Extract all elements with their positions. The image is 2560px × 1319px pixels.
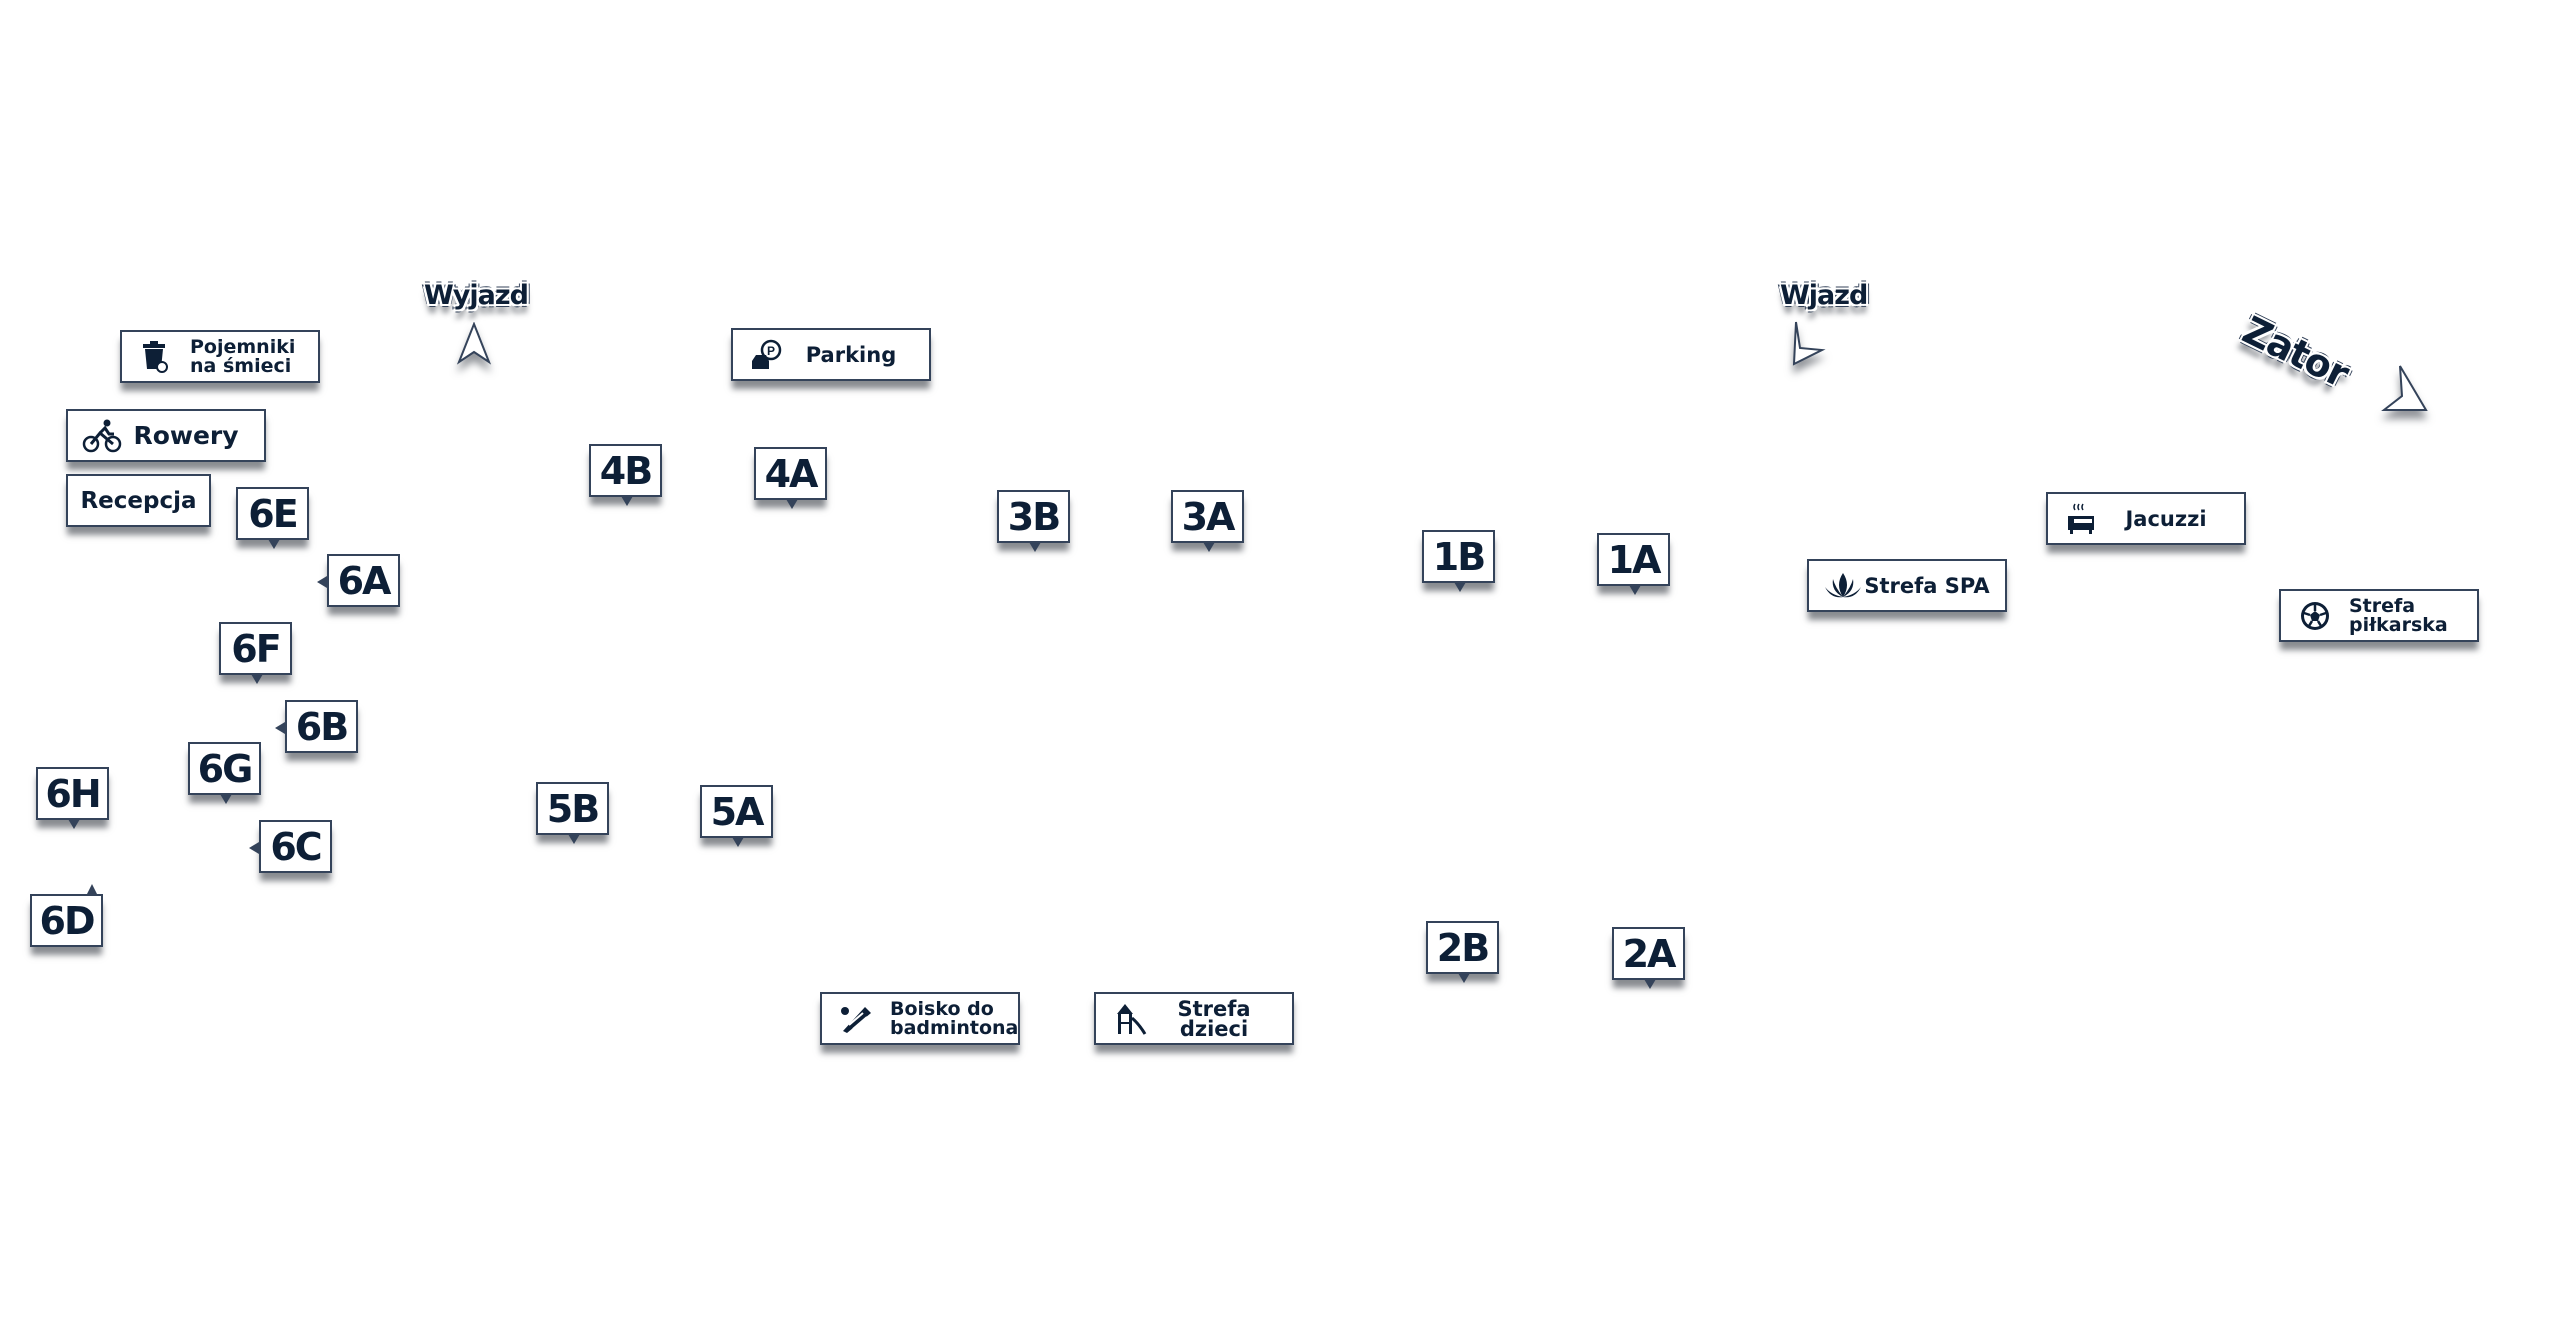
spa-label[interactable]: Strefa SPA [1807,559,2007,612]
pitch-6C[interactable]: 6C [249,820,332,873]
jacuzzi-text: Jacuzzi [2125,506,2207,531]
kids-label[interactable]: Strefa dzieci [1094,992,1294,1045]
kids-text: Strefa dzieci [1177,996,1251,1041]
pitch-3B[interactable]: 3B [997,490,1070,552]
trash-bin-icon [136,340,176,374]
football-icon [2295,599,2335,633]
pitch-6H[interactable]: 6H [36,767,109,829]
bicycle-icon [82,419,122,453]
bay-arrow-icon [2381,365,2428,411]
pitch-6A[interactable]: 6A [317,554,400,607]
badminton-text: Boisko do badmintona [890,997,1019,1039]
pitch-2B[interactable]: 2B [1426,921,1499,983]
lotus-icon [1823,569,1863,603]
badminton-icon [836,1002,876,1036]
reception-text: Recepcja [80,487,197,514]
pitch-6G[interactable]: 6G [188,742,261,804]
pitch-6D[interactable]: 6D [30,884,103,947]
pitch-3A[interactable]: 3A [1171,490,1244,552]
football-text: Strefa piłkarska [2349,594,2448,636]
parking-icon: P [747,338,787,372]
bay-label: Zator [2235,307,2356,397]
pitch-5B[interactable]: 5B [536,782,609,844]
spa-text: Strefa SPA [1864,573,1990,598]
reception-label[interactable]: Recepcja [66,474,211,527]
badminton-label[interactable]: Boisko do badmintona [820,992,1020,1045]
entry-arrow-icon [1792,321,1826,366]
pitch-2A[interactable]: 2A [1612,927,1685,989]
hot-tub-icon [2062,502,2102,536]
football-label[interactable]: Strefa piłkarska [2279,589,2479,642]
exit-arrow-icon [456,322,492,365]
pitch-4A[interactable]: 4A [754,447,827,509]
bins-text: Pojemniki na śmieci [190,335,296,377]
pitch-6B[interactable]: 6B [275,700,358,753]
playground-icon [1110,1002,1150,1036]
pitch-1A[interactable]: 1A [1597,533,1670,595]
pitch-6E[interactable]: 6E [236,487,309,549]
pitch-1B[interactable]: 1B [1422,530,1495,592]
pitch-4B[interactable]: 4B [589,444,662,506]
entry-label: Wjazd [1780,280,1868,311]
bikes-text: Rowery [133,420,239,450]
parking-text: Parking [805,342,897,367]
jacuzzi-label[interactable]: Jacuzzi [2046,492,2246,545]
svg-text:P: P [767,344,775,358]
exit-label: Wyjazd [424,280,529,311]
pitch-5A[interactable]: 5A [700,785,773,847]
parking-label[interactable]: P Parking [731,328,931,381]
bins-label[interactable]: Pojemniki na śmieci [120,330,320,383]
bikes-label[interactable]: Rowery [66,409,266,462]
pitch-6F[interactable]: 6F [219,622,292,684]
